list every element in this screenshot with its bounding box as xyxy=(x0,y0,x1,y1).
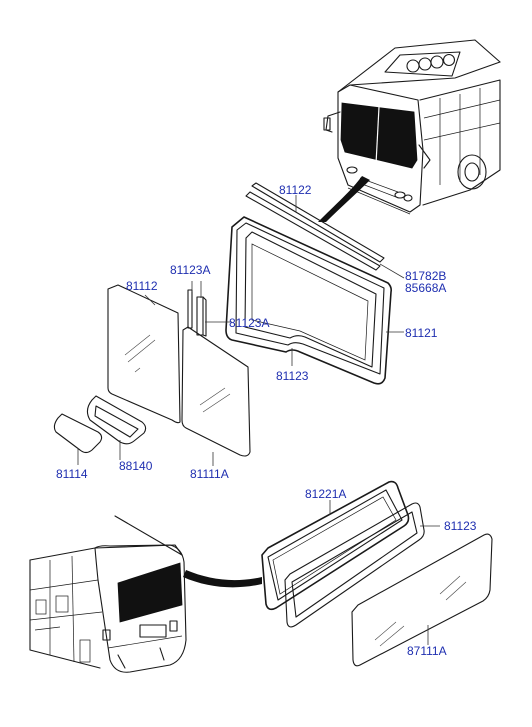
label-88140: 88140 xyxy=(119,459,153,473)
label-81111a: 81111A xyxy=(190,467,229,481)
front-windshield-highlight xyxy=(340,102,418,169)
rear-window-highlight xyxy=(117,562,183,623)
rear-window-seal xyxy=(284,502,425,628)
label-81123a-top: 81123A xyxy=(170,263,210,277)
left-windshield-glass xyxy=(107,284,181,424)
windshield-frame xyxy=(225,216,392,385)
label-81112: 81112 xyxy=(126,279,158,293)
right-windshield-glass xyxy=(181,326,251,457)
label-81221a: 81221A xyxy=(305,487,346,501)
top-seal-strips xyxy=(245,182,385,271)
label-87111a: 87111A xyxy=(407,644,447,658)
bus-front-illustration xyxy=(323,39,501,215)
part-labels: 81122 81782B 85668A 81123A 81112 81123A … xyxy=(56,183,477,658)
label-81123-front: 81123 xyxy=(276,369,309,383)
rear-window-frame xyxy=(261,480,410,611)
pointer-arrow-front xyxy=(318,176,370,222)
lamp-lens-and-bezel xyxy=(53,395,147,454)
bus-rear-illustration xyxy=(29,515,187,673)
leader-lines xyxy=(77,195,440,645)
rear-window-glass xyxy=(351,533,493,667)
label-81122: 81122 xyxy=(279,183,312,197)
pointer-arrow-rear xyxy=(183,570,262,588)
label-81123-rear: 81123 xyxy=(444,519,477,533)
label-81782b: 81782B xyxy=(405,269,446,283)
label-85668a: 85668A xyxy=(405,281,446,295)
label-81114: 81114 xyxy=(56,467,88,481)
label-81121: 81121 xyxy=(405,326,438,340)
label-81123a-mid: 81123A xyxy=(229,316,269,330)
